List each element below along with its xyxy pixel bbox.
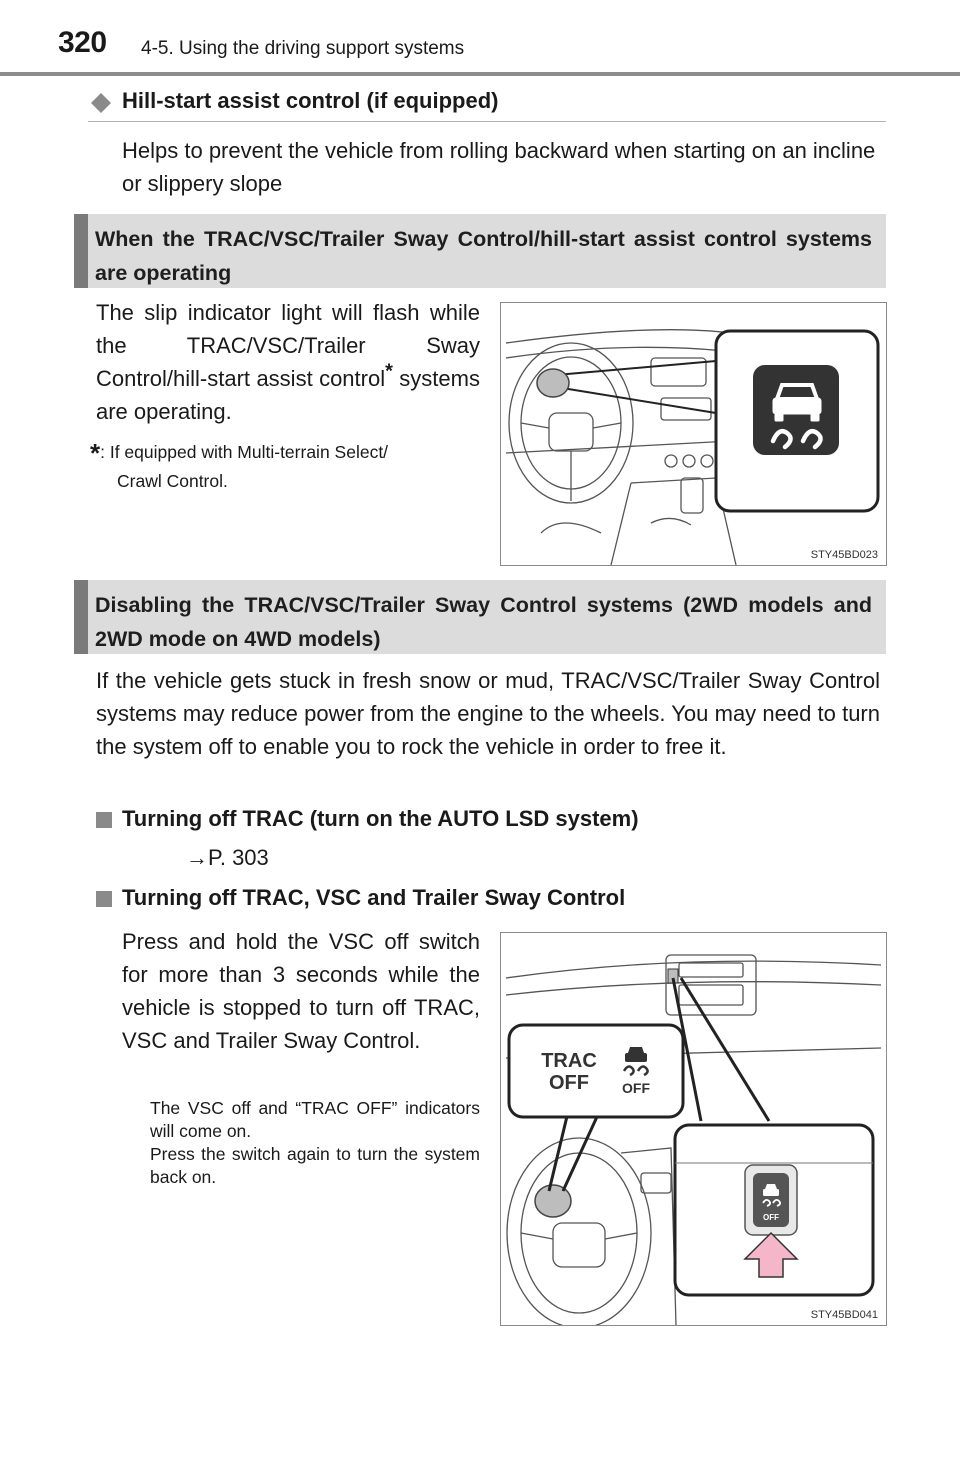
trac-off-indicator-label: OFF — [549, 1072, 589, 1094]
chapter-title: 4-5. Using the driving support systems — [141, 38, 465, 59]
page-number: 320 — [58, 26, 107, 59]
footnote: *: If equipped with Multi-terrain Select… — [90, 438, 482, 495]
footnote-star: * — [90, 438, 101, 468]
slip-indicator-text: The slip indicator light will flash whil… — [96, 296, 480, 428]
turning-off-vsc-heading: Turning off TRAC, VSC and Trailer Sway C… — [122, 885, 626, 910]
dashboard-switch-illustration: TRAC OFF OFF OFF — [505, 954, 882, 1325]
disabling-heading-bar: Disabling the TRAC/VSC/Trailer Sway Cont… — [74, 580, 886, 654]
vsc-icon-off-label: OFF — [622, 1080, 650, 1096]
vsc-off-note: The VSC off and “TRAC OFF” indicators wi… — [150, 1097, 480, 1189]
turning-off-trac-heading: Turning off TRAC (turn on the AUTO LSD s… — [122, 806, 639, 831]
hill-start-description: Helps to prevent the vehicle from rollin… — [122, 138, 876, 196]
slip-text-main: The slip indicator light will flash whil… — [96, 300, 480, 391]
vsc-off-indicator-icon — [622, 1047, 649, 1077]
press-arrow-icon — [743, 1231, 799, 1278]
square-bullet-icon — [96, 812, 112, 828]
note-line-1: The VSC off and “TRAC OFF” indicators wi… — [150, 1098, 480, 1141]
footnote-line-1: : If equipped with Multi-terrain Select/ — [100, 442, 389, 462]
footnote-marker: * — [385, 360, 393, 383]
figure-id: STY45BD023 — [810, 549, 878, 561]
page-reference-link[interactable]: →P. 303 — [186, 845, 269, 870]
footnote-line-2: Crawl Control. — [117, 471, 228, 491]
hill-start-heading: Hill-start assist control (if equipped) — [122, 88, 499, 113]
section-divider — [88, 121, 886, 122]
figure-id: STY45BD041 — [810, 1309, 878, 1321]
note-line-2: Press the switch again to turn the syste… — [150, 1144, 480, 1187]
dashboard-illustration — [505, 329, 880, 565]
slip-indicator-figure: STY45BD023 — [500, 302, 887, 566]
vsc-off-switch-figure: TRAC OFF OFF OFF STY45BD041 — [500, 932, 887, 1326]
square-bullet-icon — [96, 891, 112, 907]
header-rule — [0, 72, 960, 76]
operating-heading-bar: When the TRAC/VSC/Trailer Sway Control/h… — [74, 214, 886, 288]
vsc-off-switch — [753, 1173, 789, 1227]
slip-text-end: systems are operating. — [96, 366, 480, 424]
trac-indicator-label: TRAC — [541, 1050, 597, 1072]
vsc-off-instructions: Press and hold the VSC off switch for mo… — [122, 929, 480, 1053]
switch-off-label: OFF — [763, 1213, 779, 1222]
diamond-bullet-icon — [91, 93, 111, 113]
disabling-description: If the vehicle gets stuck in fresh snow … — [96, 668, 880, 759]
